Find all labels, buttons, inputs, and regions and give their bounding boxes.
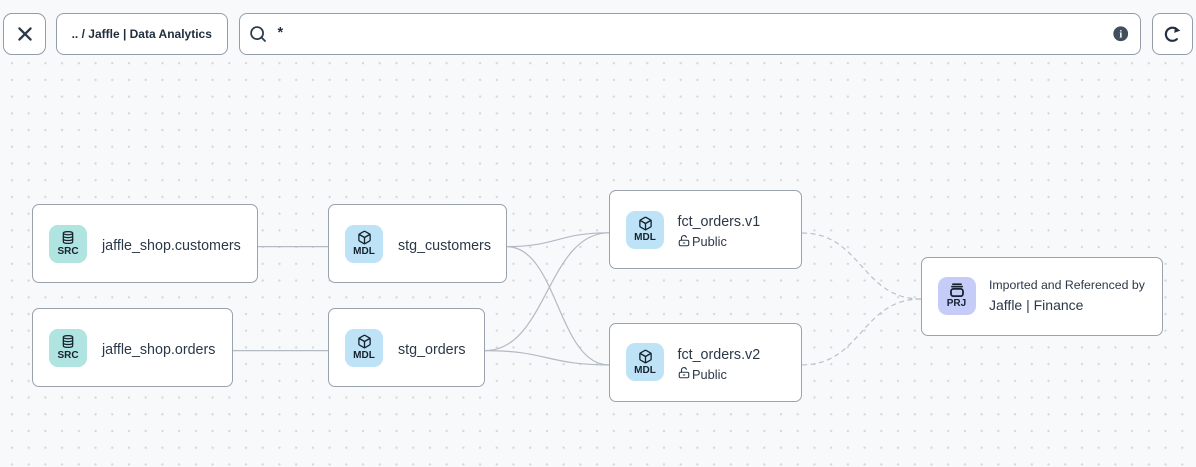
svg-text:i: i xyxy=(1119,30,1122,41)
